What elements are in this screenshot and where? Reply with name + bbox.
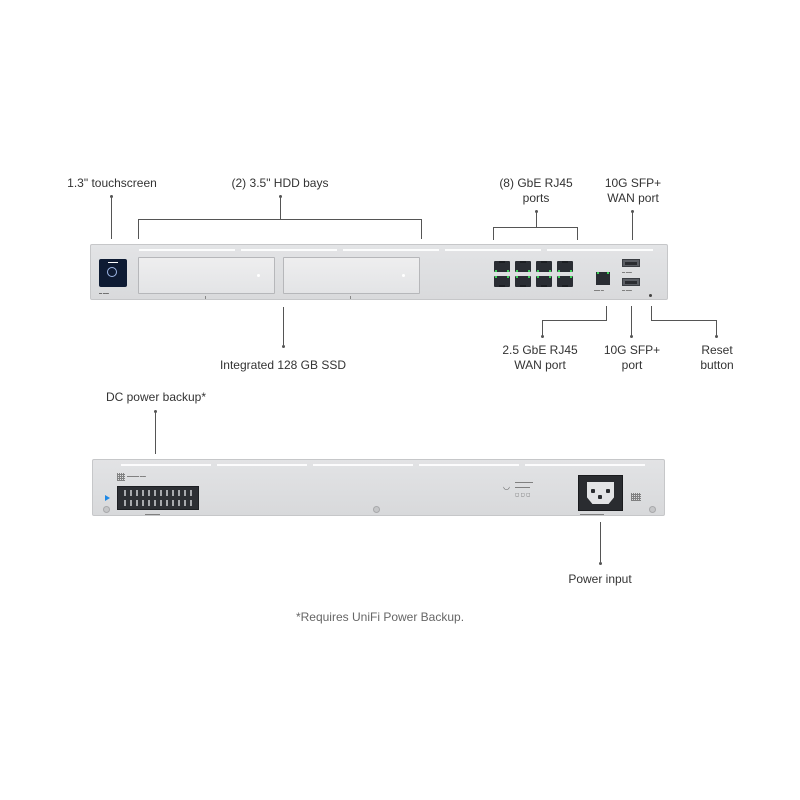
callout-dot xyxy=(282,345,285,348)
bay-tick xyxy=(350,296,351,299)
port-mark: ▬▬ ▬ xyxy=(594,288,604,292)
vent-slot xyxy=(525,464,645,466)
label-dc-backup: DC power backup* xyxy=(105,390,207,404)
callout-line xyxy=(651,306,652,320)
reset-button[interactable] xyxy=(649,294,652,297)
callout-dot xyxy=(630,335,633,338)
callout-line xyxy=(542,320,607,321)
callout-dot xyxy=(110,195,113,198)
callout-dot xyxy=(154,410,157,413)
vent-slot xyxy=(241,249,337,251)
callout-dot xyxy=(541,335,544,338)
rear-panel: ▬▬▬▬ ▬▬ ▬▬▬▬▬ ◡ ▬▬▬▬▬▬ ▬▬▬▬▬ ◻ ◻ ◻ ▬▬▬▬▬… xyxy=(92,459,665,516)
vent-slot xyxy=(445,249,541,251)
screw-icon xyxy=(373,506,380,513)
vent-slot xyxy=(547,249,653,251)
vent-slot xyxy=(343,249,439,251)
callout-dot xyxy=(631,210,634,213)
callout-line xyxy=(280,197,281,219)
bracket-line xyxy=(577,227,578,240)
callout-dot xyxy=(599,562,602,565)
rj45-port-8[interactable] xyxy=(557,276,573,287)
screw-icon xyxy=(649,506,656,513)
label-sfp-wan-2: WAN port xyxy=(607,191,659,205)
callout-line xyxy=(632,212,633,240)
rear-mark: ▬▬▬▬▬▬ xyxy=(515,480,533,484)
callout-line xyxy=(155,412,156,454)
rj45-port-2[interactable] xyxy=(494,276,510,287)
touchscreen[interactable] xyxy=(99,259,127,287)
vent-slot xyxy=(121,464,211,466)
screen-ring-icon xyxy=(107,267,117,277)
hdd-bay-2[interactable] xyxy=(283,257,420,299)
rj45-port-5[interactable] xyxy=(536,261,552,272)
hdd-bay-1[interactable] xyxy=(138,257,275,299)
bracket-line xyxy=(493,227,578,228)
vent-slot xyxy=(419,464,519,466)
sfp-port[interactable] xyxy=(622,278,640,286)
callout-line xyxy=(536,212,537,227)
sfp-wan-port[interactable] xyxy=(622,259,640,267)
model-mark: ▬ ▬▬ xyxy=(99,291,109,295)
ubiquiti-logo-icon: ◡ xyxy=(503,482,510,491)
bay-tick xyxy=(205,296,206,299)
screw-icon xyxy=(103,506,110,513)
rear-mark: ▬▬▬▬▬ xyxy=(515,485,530,489)
label-touchscreen: 1.3" touchscreen xyxy=(67,176,157,190)
callout-line xyxy=(716,320,717,336)
qr-code-icon xyxy=(117,473,125,481)
label-reset-2: button xyxy=(700,358,734,372)
label-power-input: Power input xyxy=(568,572,632,586)
label-gbe-ports-2: ports xyxy=(522,191,550,205)
port-mark: ▬ ▬▬ xyxy=(622,270,632,274)
bay-led xyxy=(257,274,260,277)
callout-dot xyxy=(279,195,282,198)
callout-line xyxy=(631,306,632,336)
callout-dot xyxy=(715,335,718,338)
callout-line xyxy=(283,307,284,345)
rj45-port-6[interactable] xyxy=(536,276,552,287)
vent-slot xyxy=(313,464,413,466)
rear-mark: ▬▬▬▬ ▬▬ xyxy=(127,474,146,478)
footnote: *Requires UniFi Power Backup. xyxy=(295,610,465,624)
rear-mark: ▬▬▬▬▬ xyxy=(145,512,160,516)
label-wan-25-2: WAN port xyxy=(514,358,566,372)
label-reset-1: Reset xyxy=(701,343,733,357)
bracket-line xyxy=(421,219,422,239)
power-input-socket[interactable] xyxy=(578,475,623,511)
label-gbe-ports-1: (8) GbE RJ45 xyxy=(499,176,573,190)
bracket-line xyxy=(138,219,422,220)
label-hdd-bays: (2) 3.5" HDD bays xyxy=(231,176,329,190)
bay-led xyxy=(402,274,405,277)
certification-marks-icon: ◻ ◻ ◻ xyxy=(515,492,531,498)
label-sfp-port-1: 10G SFP+ xyxy=(603,343,661,357)
arrow-icon xyxy=(105,495,110,501)
vent-slot xyxy=(217,464,307,466)
rj45-port-1[interactable] xyxy=(494,261,510,272)
callout-dot xyxy=(535,210,538,213)
callout-line xyxy=(542,320,543,336)
screen-bar xyxy=(108,262,118,263)
bracket-line xyxy=(493,227,494,240)
rear-mark: ▬▬▬▬▬▬▬▬ xyxy=(580,512,604,516)
front-panel: ▬ ▬▬ ▬▬ ▬ ▬ ▬▬ ▬ ▬▬ xyxy=(90,244,668,300)
label-sfp-wan-1: 10G SFP+ xyxy=(604,176,662,190)
label-ssd: Integrated 128 GB SSD xyxy=(219,358,347,372)
label-sfp-port-2: port xyxy=(621,358,643,372)
callout-line xyxy=(600,522,601,562)
dc-power-backup-connector[interactable] xyxy=(117,486,199,510)
callout-line xyxy=(606,306,607,320)
bracket-line xyxy=(138,219,139,239)
callout-line xyxy=(651,320,717,321)
port-mark: ▬ ▬▬ xyxy=(622,288,632,292)
wan-25g-port[interactable] xyxy=(596,272,610,285)
rj45-port-3[interactable] xyxy=(515,261,531,272)
rj45-port-7[interactable] xyxy=(557,261,573,272)
callout-line xyxy=(111,197,112,239)
vent-icon xyxy=(631,493,641,501)
vent-slot xyxy=(139,249,235,251)
rj45-port-4[interactable] xyxy=(515,276,531,287)
label-wan-25-1: 2.5 GbE RJ45 xyxy=(502,343,578,357)
